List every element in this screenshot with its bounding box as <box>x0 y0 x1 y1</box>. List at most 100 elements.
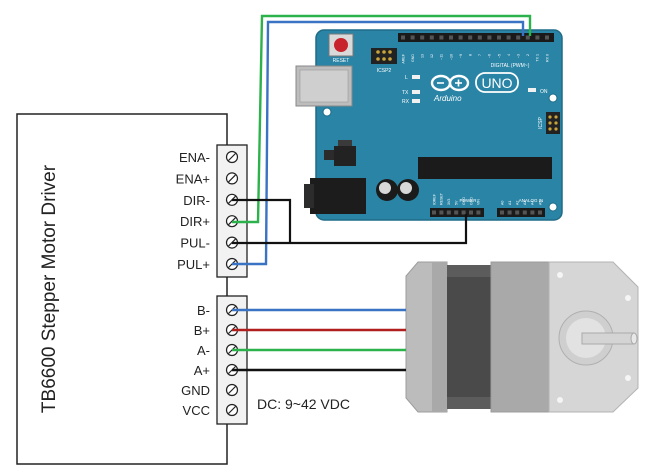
pin-label: 8 <box>469 54 473 56</box>
header-pin <box>461 210 466 215</box>
header-pin <box>506 35 511 40</box>
header-pin <box>432 210 436 215</box>
pin-label: A5 <box>538 201 542 205</box>
header-pin <box>507 210 512 215</box>
control-terminal-label: ENA+ <box>176 171 210 186</box>
arduino-logo: Arduino UNO <box>430 72 519 103</box>
pin-label: A2 <box>516 201 520 205</box>
stepper-motor <box>405 261 639 413</box>
power-terminal-label: A- <box>197 343 210 358</box>
analog-label: ANALOG IN <box>519 198 544 203</box>
control-terminal-label: DIR+ <box>180 214 210 229</box>
status-leds: L TX RX ON <box>402 75 548 105</box>
pin-label: 13 <box>421 54 425 58</box>
header-pin <box>439 210 444 215</box>
pin-label: A1 <box>508 201 512 205</box>
uno-badge <box>475 72 519 93</box>
power-terminal-label: B- <box>197 303 210 318</box>
header-pin <box>401 35 405 40</box>
header-pin <box>454 210 459 215</box>
control-terminal-label: PUL- <box>180 236 210 251</box>
header-pin <box>439 35 444 40</box>
pin-label: AREF <box>401 53 405 63</box>
arduino-uno-board: RESET ICSP2 AREF GND 13 12 ~11 ~10 ~9 8 7 ~6 ~5 4 ~3… <box>295 29 563 221</box>
pin-label: GND <box>411 54 415 62</box>
header-pin <box>420 35 425 40</box>
header-pin <box>530 210 535 215</box>
pin-label: GND <box>469 197 473 205</box>
mounting-hole <box>548 93 558 103</box>
mounting-hole <box>548 202 558 212</box>
driver-body <box>16 113 228 465</box>
power-terminal-label: A+ <box>194 363 210 378</box>
uno-label: UNO <box>481 75 512 91</box>
pin-label: 4 <box>507 54 511 56</box>
arduino-brand: Arduino <box>433 94 462 103</box>
pin-label: VIN <box>477 199 481 205</box>
icsp2-label: ICSP2 <box>377 68 392 74</box>
pin-label: ~10 <box>449 54 453 60</box>
header-pin <box>477 35 482 40</box>
header-pin <box>500 210 504 215</box>
wire-pul-minus-black <box>232 214 468 245</box>
pin-label: ~5 <box>497 54 501 58</box>
header-pin <box>446 210 451 215</box>
control-terminal-label: PUL+ <box>177 257 210 272</box>
header-pin <box>468 35 473 40</box>
header-pin <box>449 35 453 40</box>
power-terminal-label: GND <box>181 383 210 398</box>
mounting-hole <box>322 107 332 117</box>
pin-label: ~6 <box>488 54 492 58</box>
header-pin <box>522 210 527 215</box>
motor-shaft <box>581 332 635 345</box>
header-pin <box>429 35 434 40</box>
header-pin <box>525 35 530 40</box>
header-pin <box>469 210 473 215</box>
header-pin <box>497 35 501 40</box>
header-pin <box>516 35 521 40</box>
header-pin <box>545 35 549 40</box>
led-label-rx: RX <box>402 99 410 105</box>
tb6600-driver: TB6600 Stepper Motor Driver <box>16 113 228 465</box>
pin-label: A3 <box>523 201 527 205</box>
pin-label: ~3 <box>517 54 521 58</box>
pin-label: IOREF <box>432 193 436 205</box>
header-pin <box>487 35 492 40</box>
wire-dir-plus-green <box>232 14 532 224</box>
power-label: POWER <box>459 198 477 203</box>
wires <box>232 14 532 372</box>
header-pin <box>410 35 415 40</box>
driver-title: TB6600 Stepper Motor Driver <box>39 164 60 413</box>
pin-label: A0 <box>500 201 504 205</box>
control-terminal-label: ENA- <box>179 150 210 165</box>
icsp2-header: ICSP2 <box>371 48 397 74</box>
reset-label: RESET <box>333 58 350 64</box>
led-label-tx: TX <box>402 90 409 96</box>
header-pin <box>476 210 481 215</box>
motor-stator <box>447 265 493 409</box>
led-label-l: L <box>405 75 408 81</box>
header-pin <box>458 35 463 40</box>
pin-label: ~11 <box>440 54 444 60</box>
pin-label: 2 <box>526 54 530 56</box>
wire-pul-plus-blue <box>232 20 525 266</box>
wire-dir-minus-black <box>232 198 292 243</box>
pin-label: 3V3 <box>447 199 451 205</box>
digital-label: DIGITAL (PWM~) <box>491 63 530 69</box>
dc-barrel-jack <box>310 178 366 214</box>
pin-label: ~9 <box>459 54 463 58</box>
atmega-chip <box>418 157 552 179</box>
pin-label: 12 <box>430 54 434 58</box>
pin-label: TX 1 <box>536 54 540 62</box>
power-terminal-label: B+ <box>194 323 210 338</box>
control-terminal-label: DIR- <box>183 193 210 208</box>
supply-voltage-note: DC: 9~42 VDC <box>257 396 350 412</box>
pin-label: A4 <box>531 201 535 205</box>
pin-label: 7 <box>478 54 482 56</box>
pin-label: 5V <box>455 200 459 205</box>
